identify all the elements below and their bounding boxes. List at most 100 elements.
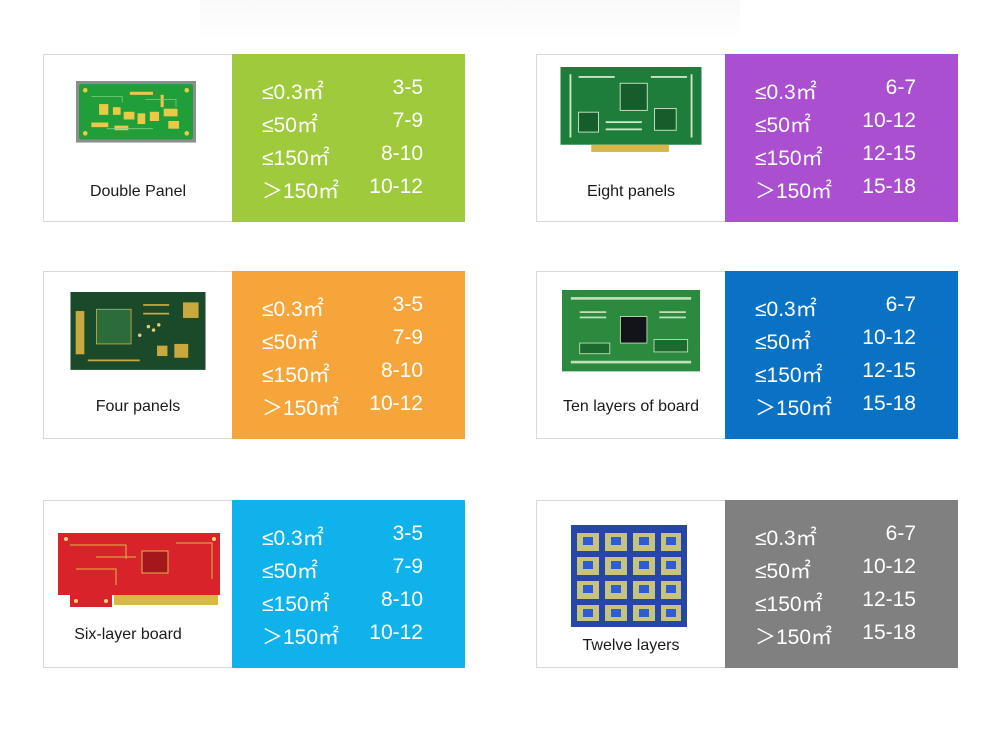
pcb-board-image [562,290,700,372]
lead-time-row: ≤150㎡ 12-15 [725,142,958,175]
card-info: Twelve layers [537,501,725,667]
days-value: 3-5 [392,522,423,545]
days-value: 10-12 [369,175,423,198]
lead-time-row: ＞150㎡ 15-18 [725,175,958,208]
days-value: 3-5 [392,76,423,99]
lead-time-row: ≤150㎡ 12-15 [725,359,958,392]
days-value: 7-9 [392,555,423,578]
days-value: 7-9 [392,109,423,132]
days-value: 7-9 [392,326,423,349]
days-value: 10-12 [369,621,423,644]
lead-time-row: ＞150㎡ 10-12 [232,621,465,654]
pcb-board-image [76,81,196,143]
area-label: ≤0.3㎡ [262,298,324,321]
card-title: Double Panel [89,183,187,200]
card-title: Six-layer board [74,626,182,643]
area-label: ≤0.3㎡ [755,81,817,104]
days-value: 3-5 [392,293,423,316]
area-label: ＞150㎡ [755,180,833,203]
area-label: ≤150㎡ [755,147,823,170]
days-value: 12-15 [862,588,916,611]
lead-time-row: ≤150㎡ 8-10 [232,588,465,621]
days-value: 12-15 [862,142,916,165]
area-label: ≤0.3㎡ [262,527,324,550]
pcb-card-double-panel: Double Panel ≤0.3㎡ 3-5 ≤50㎡ 7-9 ≤150㎡ 8-10 … [43,54,465,222]
card-info: Double Panel [44,55,232,221]
days-value: 12-15 [862,359,916,382]
area-label: ≤150㎡ [755,593,823,616]
lead-time-row: ≤150㎡ 8-10 [232,142,465,175]
area-label: ≤150㎡ [262,593,330,616]
days-value: 15-18 [862,175,916,198]
days-value: 8-10 [380,142,423,165]
lead-time-row: ≤50㎡ 7-9 [232,326,465,359]
pcb-board-image [58,533,220,607]
lead-time-row: ≤0.3㎡ 3-5 [232,522,465,555]
lead-time-panel: ≤0.3㎡ 6-7 ≤50㎡ 10-12 ≤150㎡ 12-15 ＞150㎡ 15-18 [725,271,958,439]
days-value: 8-10 [380,359,423,382]
pcb-card-ten-layers: Ten layers of board ≤0.3㎡ 6-7 ≤50㎡ 10-12 ≤… [536,271,958,439]
area-label: ≤50㎡ [755,114,811,137]
pcb-board-image [70,292,206,370]
card-title: Four panels [95,398,181,415]
card-info: Four panels [44,272,232,438]
days-value: 6-7 [885,293,916,316]
pcb-card-eight-panels: Eight panels ≤0.3㎡ 6-7 ≤50㎡ 10-12 ≤150㎡ 12-… [536,54,958,222]
pcb-card-four-panels: Four panels ≤0.3㎡ 3-5 ≤50㎡ 7-9 ≤150㎡ 8-10 ＞… [43,271,465,439]
lead-time-row: ≤50㎡ 10-12 [725,326,958,359]
area-label: ＞150㎡ [262,397,340,420]
lead-time-row: ≤150㎡ 12-15 [725,588,958,621]
lead-time-row: ≤150㎡ 8-10 [232,359,465,392]
days-value: 10-12 [862,326,916,349]
area-label: ＞150㎡ [755,626,833,649]
area-label: ≤0.3㎡ [262,81,324,104]
area-label: ≤150㎡ [755,364,823,387]
lead-time-row: ＞150㎡ 10-12 [232,392,465,425]
pcb-board-image [571,525,687,627]
lead-time-row: ＞150㎡ 15-18 [725,621,958,654]
lead-time-row: ≤50㎡ 7-9 [232,555,465,588]
area-label: ≤50㎡ [262,560,318,583]
lead-time-row: ≤50㎡ 7-9 [232,109,465,142]
card-title: Ten layers of board [562,398,700,415]
area-label: ≤50㎡ [755,560,811,583]
days-value: 10-12 [369,392,423,415]
area-label: ＞150㎡ [262,626,340,649]
lead-time-row: ＞150㎡ 10-12 [232,175,465,208]
card-info: Eight panels [537,55,725,221]
pcb-card-six-layer: Six-layer board ≤0.3㎡ 3-5 ≤50㎡ 7-9 ≤150㎡ 8-… [43,500,465,668]
area-label: ≤50㎡ [262,114,318,137]
area-label: ＞150㎡ [755,397,833,420]
lead-time-row: ≤50㎡ 10-12 [725,109,958,142]
lead-time-panel: ≤0.3㎡ 3-5 ≤50㎡ 7-9 ≤150㎡ 8-10 ＞150㎡ 10-12 [232,54,465,222]
area-label: ≤50㎡ [262,331,318,354]
area-label: ≤0.3㎡ [755,527,817,550]
area-label: ≤150㎡ [262,147,330,170]
days-value: 15-18 [862,392,916,415]
lead-time-row: ≤0.3㎡ 6-7 [725,76,958,109]
area-label: ≤50㎡ [755,331,811,354]
lead-time-row: ≤0.3㎡ 6-7 [725,293,958,326]
lead-time-row: ≤0.3㎡ 3-5 [232,293,465,326]
card-info: Six-layer board [44,501,232,667]
pcb-board-image [560,67,702,152]
card-info: Ten layers of board [537,272,725,438]
days-value: 6-7 [885,76,916,99]
lead-time-panel: ≤0.3㎡ 3-5 ≤50㎡ 7-9 ≤150㎡ 8-10 ＞150㎡ 10-12 [232,271,465,439]
days-value: 10-12 [862,109,916,132]
lead-time-panel: ≤0.3㎡ 6-7 ≤50㎡ 10-12 ≤150㎡ 12-15 ＞150㎡ 15-18 [725,54,958,222]
faded-header-strip [200,0,740,40]
area-label: ＞150㎡ [262,180,340,203]
area-label: ≤150㎡ [262,364,330,387]
lead-time-row: ＞150㎡ 15-18 [725,392,958,425]
lead-time-panel: ≤0.3㎡ 3-5 ≤50㎡ 7-9 ≤150㎡ 8-10 ＞150㎡ 10-12 [232,500,465,668]
days-value: 8-10 [380,588,423,611]
lead-time-row: ≤0.3㎡ 6-7 [725,522,958,555]
days-value: 6-7 [885,522,916,545]
area-label: ≤0.3㎡ [755,298,817,321]
days-value: 15-18 [862,621,916,644]
card-title: Twelve layers [582,637,680,654]
